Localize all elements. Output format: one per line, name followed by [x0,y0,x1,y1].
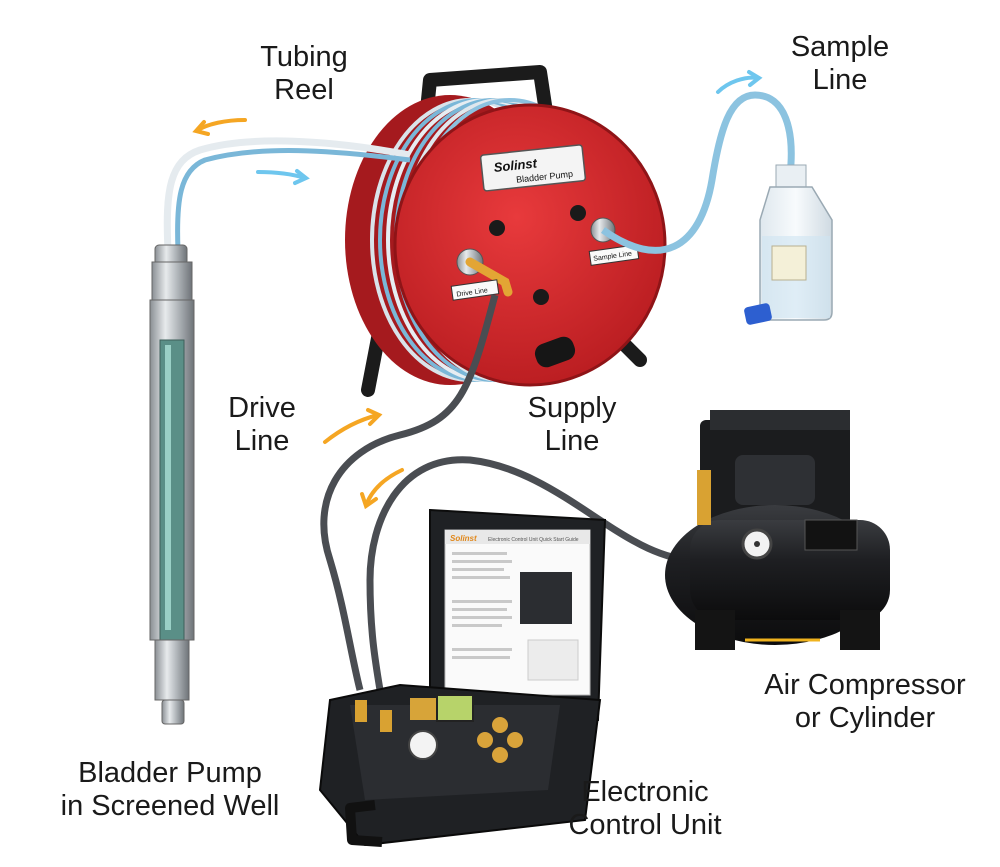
drive-line-label-line2: Line [234,425,290,457]
reel-brand-text: Solinst [493,155,538,175]
tubing-reel-label-line2: Reel [274,74,334,106]
bladder-pump-label-line1: Bladder Pump [78,757,262,789]
bladder-pump-label: Bladder Pump in Screened Well [20,757,320,823]
flow-arrows [192,70,763,510]
flow-arrow-icon [360,468,404,510]
bladder-pump-label-line2: in Screened Well [60,790,280,822]
sample-line-label-line1: Sample [790,31,890,63]
drive-line-label: Drive Line [212,392,312,458]
control-unit-label-line1: Electronic [581,776,709,808]
sample-bottle [744,164,833,325]
bladder-pump [149,244,195,725]
flow-arrow-icon [192,118,247,136]
sample-line-label: Sample Line [775,31,905,97]
supply-line-label-line2: Line [544,425,600,457]
manual-title-text: Electronic Control Unit Quick Start Guid… [488,537,579,543]
air-compressor [665,410,890,650]
flow-arrow-icon [256,169,310,185]
supply-line-label: Supply Line [512,392,632,458]
air-compressor-label: Air Compressor or Cylinder [740,669,990,735]
air-compressor-label-line1: Air Compressor [764,669,966,701]
flow-arrow-icon [716,70,763,94]
tubing-reel-label-line1: Tubing [260,41,348,73]
pressure-gauge-icon [408,730,438,760]
drive-line-tag: Drive Line [456,287,488,298]
manual-brand-text: Solinst [450,534,477,543]
sample-line-label-line2: Line [812,64,868,96]
control-unit-label-line2: Control Unit [568,809,722,841]
tubing-reel-label: Tubing Reel [244,41,364,107]
air-compressor-label-line2: or Cylinder [794,702,936,734]
tubing-reel: Solinst Bladder Pump Drive Line Sample L… [345,65,667,397]
control-unit: Solinst Electronic Control Unit Quick St… [318,508,607,847]
flow-arrow-icon [323,408,383,444]
supply-line-label-line1: Supply [527,392,617,424]
drive-line-label-line1: Drive [228,392,296,424]
control-unit-label: Electronic Control Unit [540,776,750,842]
